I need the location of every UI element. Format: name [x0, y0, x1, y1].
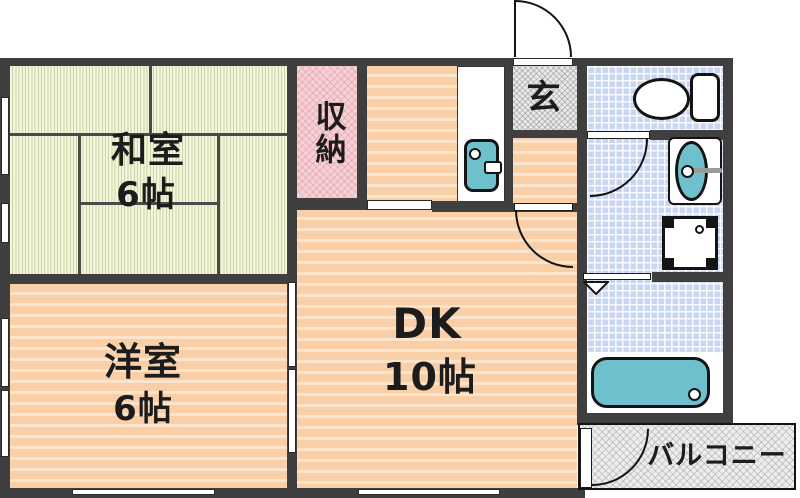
youshitsu-label: 洋室	[103, 340, 183, 384]
washitsu-size-label: 6帖	[116, 175, 176, 215]
entrance-label: 玄	[526, 78, 562, 118]
wall-toilet-bottom	[650, 130, 723, 140]
window-youshitsu-bottom	[72, 489, 215, 495]
wall-closet-right	[357, 66, 367, 210]
washing-machine-drain-icon	[695, 225, 704, 234]
kitchen-faucet-icon	[469, 148, 481, 160]
toilet-tank	[690, 73, 720, 122]
room-youshitsu	[10, 284, 287, 488]
wall-entrance-bottom	[513, 130, 577, 138]
wall-right	[723, 58, 733, 425]
youshitsu-size-label: 6帖	[113, 389, 173, 429]
window-youshitsu-left-2	[1, 390, 9, 457]
vanity-faucet-icon	[690, 168, 722, 173]
wall-top-right	[573, 58, 733, 66]
tatami-mat-line	[78, 202, 219, 205]
wall-bottom	[0, 488, 585, 498]
room-washitsu	[10, 66, 287, 274]
wall-washroom-bath	[652, 272, 723, 282]
balcony-door-leaf	[580, 428, 592, 488]
dk-label: DK	[392, 299, 462, 348]
room-closet	[297, 66, 357, 198]
vanity-drain-icon	[681, 165, 694, 178]
window-youshitsu-left-1	[1, 318, 9, 387]
closet-label: 収納	[309, 100, 346, 166]
washing-machine-corner	[665, 258, 674, 267]
washing-machine	[662, 216, 718, 270]
entrance-door-leaf	[513, 0, 516, 57]
kitchen-sink-handle	[484, 161, 502, 174]
wall-kitchen-bottom	[432, 201, 513, 212]
wall-top-left	[0, 58, 513, 66]
toilet-bowl	[633, 78, 690, 120]
wall-counter-right	[505, 58, 513, 212]
tatami-mat-line	[149, 66, 152, 135]
wall-bath-bottom	[577, 413, 733, 425]
entrance-threshold	[513, 58, 573, 66]
dk-size-label: 10帖	[383, 355, 477, 399]
window-dk-bottom	[358, 489, 500, 495]
window-washitsu-left-2	[1, 203, 9, 243]
washing-machine-corner	[706, 258, 715, 267]
washing-machine-corner	[706, 219, 715, 228]
opening-kitchen-dk	[367, 200, 432, 210]
toilet-door-leaf	[587, 131, 650, 139]
wall-bath-spine	[577, 58, 587, 425]
folding-door-marker-icon	[583, 281, 609, 295]
kitchen-sink	[464, 139, 499, 192]
window-washitsu-left-1	[1, 97, 9, 175]
tatami-mat-line	[10, 133, 287, 136]
bathtub	[591, 357, 710, 408]
sliding-door-youshitsu-dk-2	[288, 369, 296, 453]
washitsu-label: 和室	[110, 130, 186, 171]
wall-spine	[287, 58, 297, 488]
bathroom-folding-door	[583, 273, 651, 280]
wall-left	[0, 58, 10, 498]
sliding-door-youshitsu-dk-1	[288, 282, 296, 367]
wall-washitsu-youshitsu	[10, 274, 287, 284]
wall-closet-bottom	[297, 198, 367, 210]
bathtub-drain-icon	[688, 388, 701, 401]
entrance-door-arc	[515, 0, 572, 57]
room-entrance	[513, 66, 577, 130]
washing-machine-corner	[665, 219, 674, 228]
balcony-label: バルコニー	[647, 440, 787, 472]
